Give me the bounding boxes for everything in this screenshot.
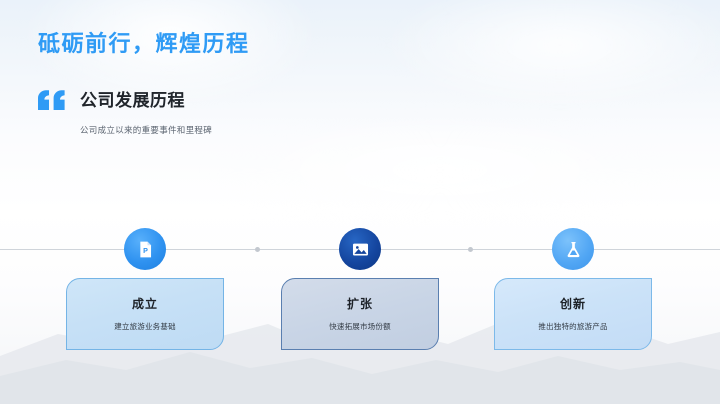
flask-beaker-icon (567, 241, 579, 257)
timeline-node-1[interactable]: P (124, 228, 166, 270)
section-title: 公司发展历程 (80, 91, 185, 110)
timeline-node-2[interactable] (339, 228, 381, 270)
milestone-card-3[interactable]: 创新 推出独特的旅游产品 (494, 278, 652, 350)
cloud-wash-right (300, 0, 720, 140)
image-photo-icon (352, 243, 368, 255)
section-block: 公司发展历程 公司成立以来的重要事件和里程碑 (36, 88, 336, 136)
section-subtitle: 公司成立以来的重要事件和里程碑 (80, 125, 213, 135)
milestone-title: 扩张 (346, 297, 373, 311)
timeline-node-3[interactable] (552, 228, 594, 270)
milestone-card-1[interactable]: 成立 建立旅游业务基础 (66, 278, 224, 350)
quote-mark-icon (38, 90, 65, 110)
page-title: 砥砺前行，辉煌历程 (38, 31, 250, 56)
document-p-icon: P (139, 241, 151, 257)
svg-text:P: P (143, 247, 148, 255)
section-header: 公司发展历程 (36, 88, 336, 114)
milestone-description: 快速拓展市场份额 (329, 322, 391, 331)
milestone-card-2[interactable]: 扩张 快速拓展市场份额 (281, 278, 439, 350)
milestone-title: 创新 (559, 297, 586, 311)
timeline-connector-dot (255, 246, 260, 252)
milestone-description: 推出独特的旅游产品 (538, 322, 608, 331)
timeline-connector-dot (468, 246, 473, 252)
milestone-description: 建立旅游业务基础 (114, 322, 176, 331)
milestone-title: 成立 (131, 297, 158, 311)
